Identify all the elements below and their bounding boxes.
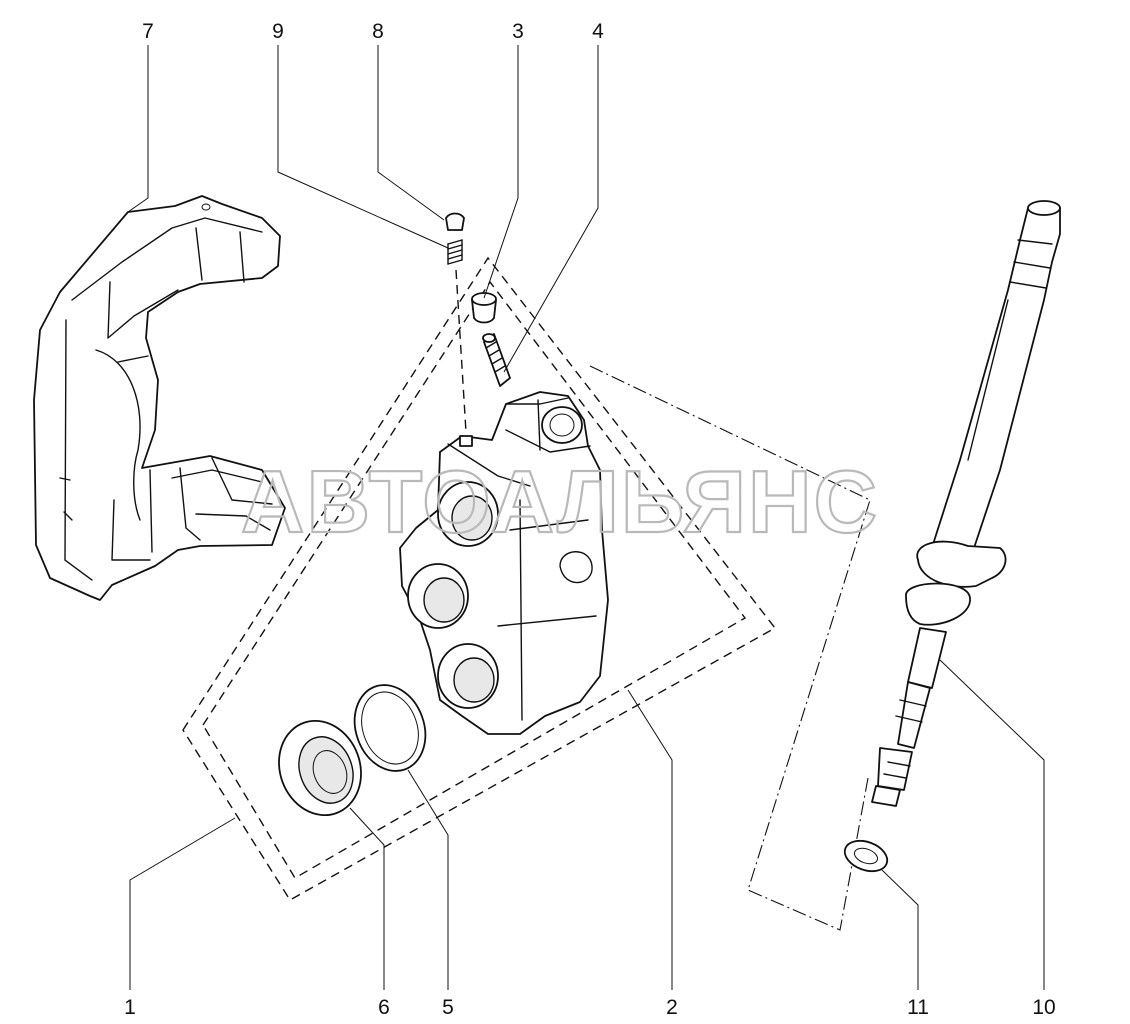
callout-6: 6 — [378, 996, 390, 1019]
spring — [447, 239, 463, 265]
callout-11: 11 — [907, 996, 929, 1019]
dust-boot — [278, 719, 362, 817]
callout-1: 1 — [124, 996, 136, 1019]
callout-10: 10 — [1032, 996, 1055, 1019]
callout-4: 4 — [592, 20, 604, 43]
callout-numbers: 7 9 8 3 4 1 6 5 2 11 10 — [124, 20, 1056, 1019]
sealing-washer — [843, 839, 889, 873]
bleeder-screw — [482, 333, 511, 387]
leader-lines — [127, 45, 1045, 990]
caliper-assembly-outline — [182, 256, 777, 901]
callout-8: 8 — [372, 20, 384, 43]
callout-7: 7 — [142, 20, 154, 43]
callout-2: 2 — [666, 996, 678, 1019]
brake-hose — [871, 200, 1061, 807]
callout-3: 3 — [512, 20, 524, 43]
callout-5: 5 — [442, 996, 454, 1019]
plug — [445, 212, 465, 231]
hose-assembly-outline — [589, 365, 871, 931]
piston-seal-ring — [353, 684, 427, 772]
watermark-text: АВТОАЛЬЯНС — [241, 452, 879, 551]
caliper-bracket — [33, 195, 286, 601]
caliper-body — [399, 391, 609, 735]
bleeder-cap — [471, 292, 497, 324]
callout-9: 9 — [272, 20, 284, 43]
